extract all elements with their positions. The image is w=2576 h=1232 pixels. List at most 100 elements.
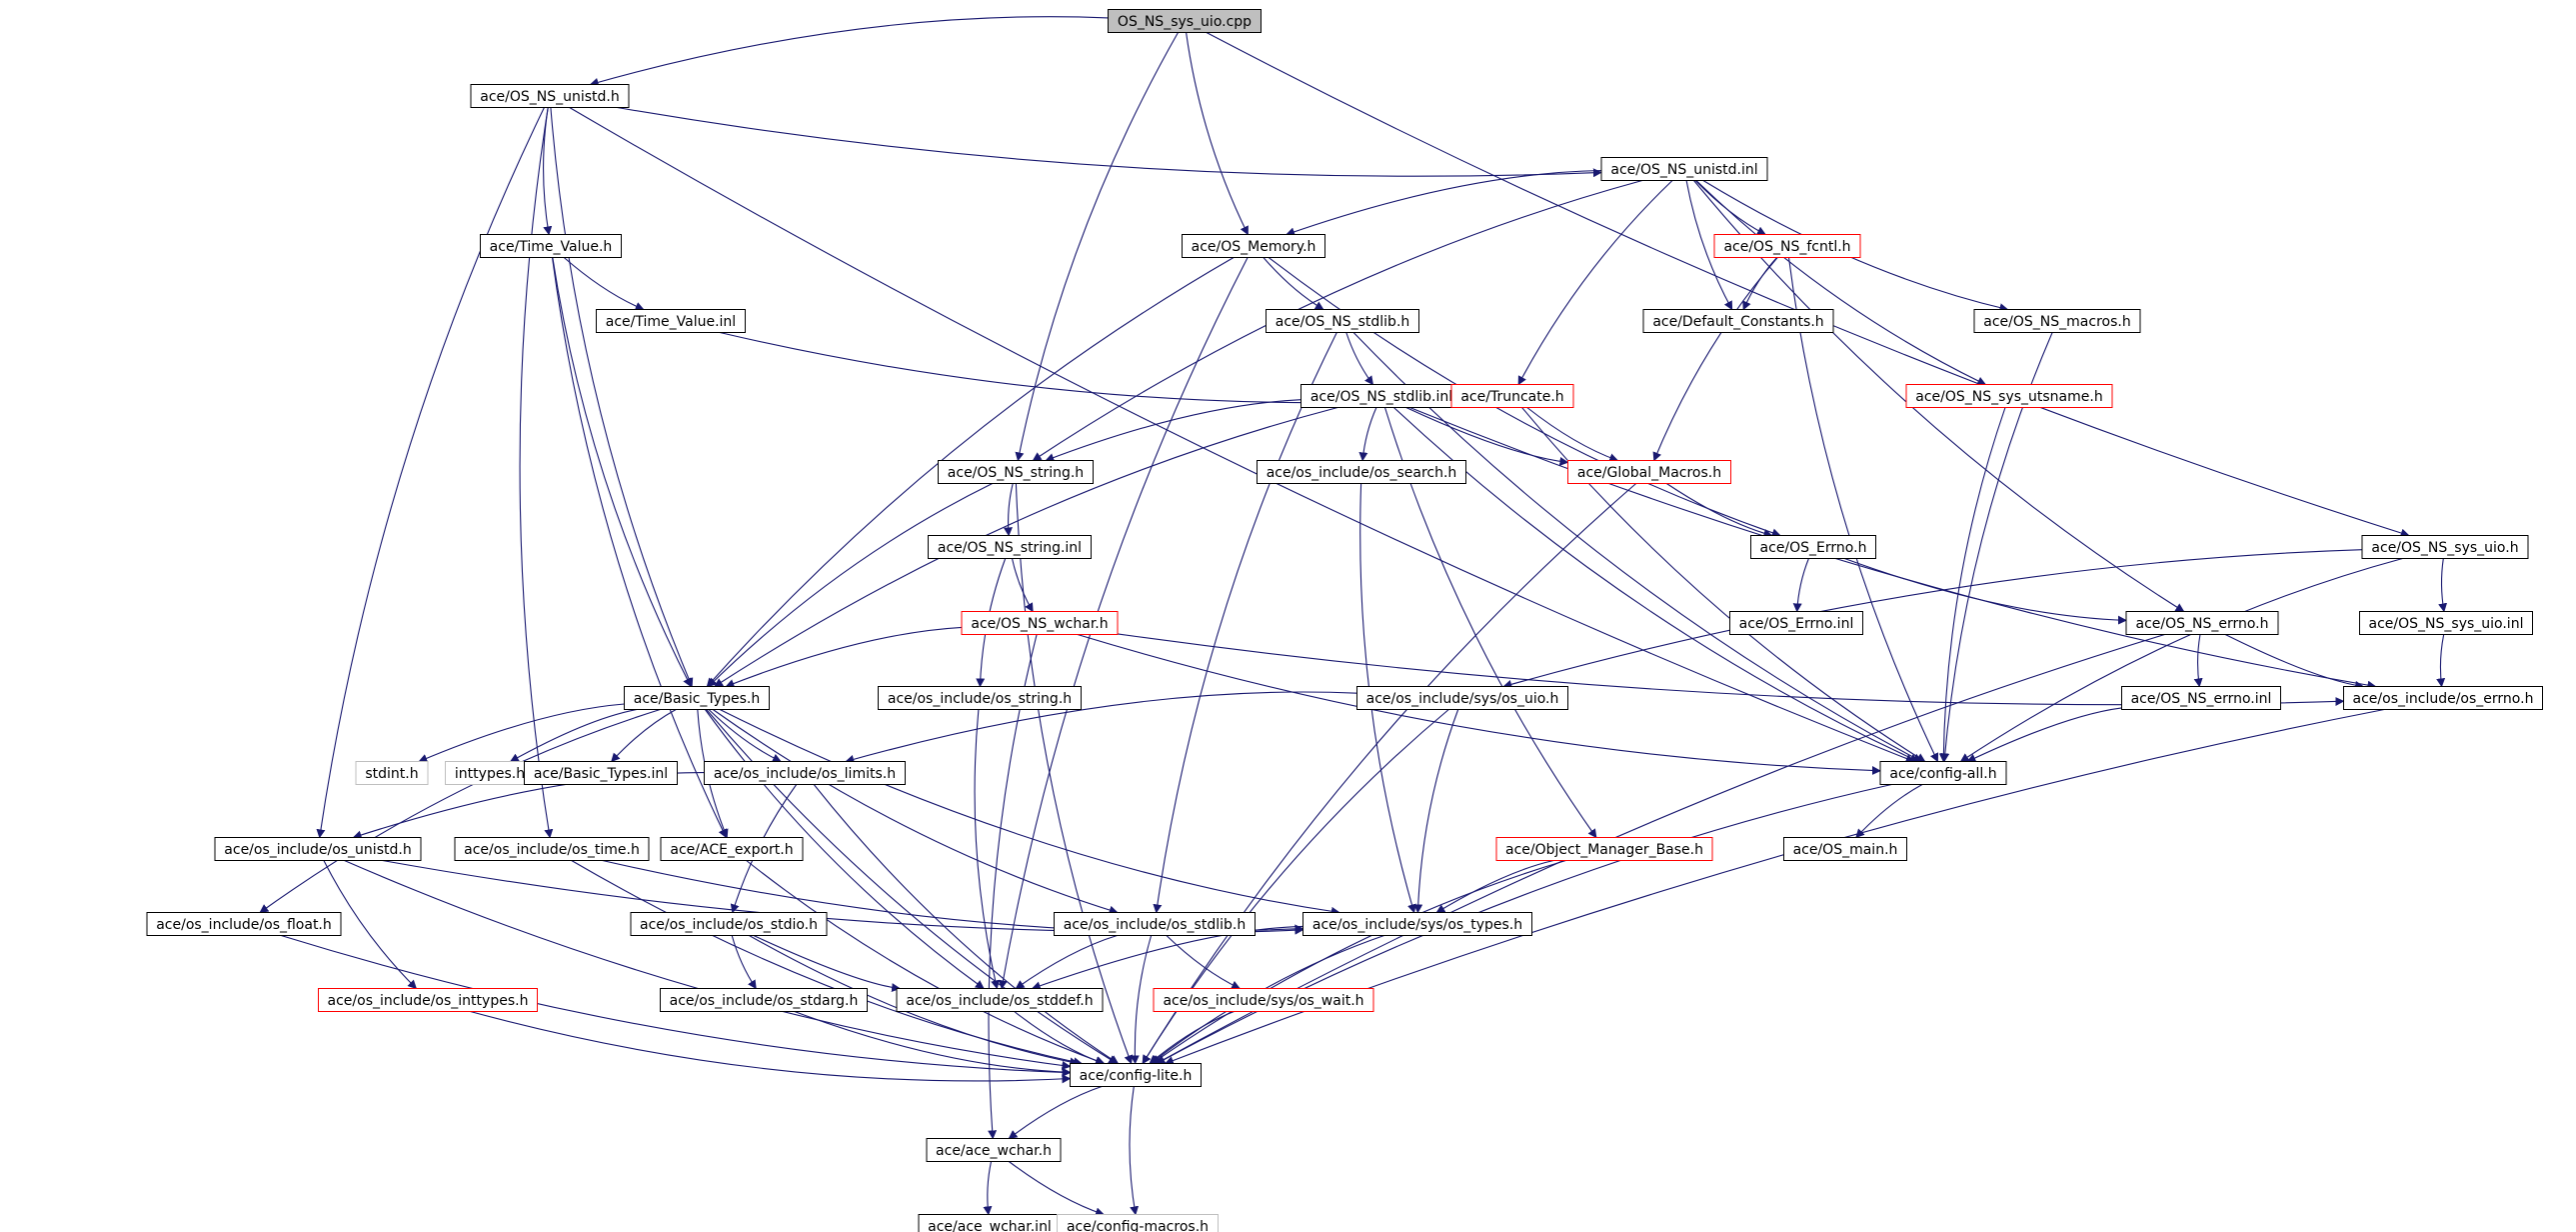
edge-os-stdarg-h-to-config-lite-h: [794, 1010, 1072, 1077]
node-label: ace/config-macros.h: [1067, 1219, 1209, 1232]
node-box: [1879, 761, 2007, 785]
node-label: ace/os_include/os_time.h: [464, 842, 640, 858]
graph-node-os-limits-h[interactable]: ace/os_include/os_limits.h: [704, 761, 906, 785]
edge-os-time-h-to-config-lite-h: [571, 860, 1084, 1067]
edge-os-errno-h-to-ns-errno-h: [1844, 557, 2127, 625]
graph-node-os-inttypes-h[interactable]: ace/os_include/os_inttypes.h: [318, 988, 538, 1012]
edge-os-string-h-to-os-stddef-h: [974, 709, 1000, 990]
edge-unistd-inl-to-ns-fcntl-h: [1694, 180, 1766, 235]
graph-node-ace-wchar-h[interactable]: ace/ace_wchar.h: [926, 1138, 1062, 1162]
graph-node-basic-types-inl[interactable]: ace/Basic_Types.inl: [524, 761, 678, 785]
node-box: [2121, 686, 2281, 710]
graph-node-ns-stdlib-inl[interactable]: ace/OS_NS_stdlib.inl: [1300, 384, 1462, 408]
graph-node-ns-sys-uio-h[interactable]: ace/OS_NS_sys_uio.h: [2361, 535, 2529, 559]
graph-node-os-stdlib-h[interactable]: ace/os_include/os_stdlib.h: [1054, 912, 1256, 936]
node-box: [938, 460, 1094, 484]
graph-node-ns-macros[interactable]: ace/OS_NS_macros.h: [1973, 309, 2141, 333]
edge-time-value-h-to-ace-export-h: [551, 257, 727, 839]
edge-ns-stdlib-inl-to-basic-types-h: [714, 406, 1338, 687]
graph-node-ns-errno-h[interactable]: ace/OS_NS_errno.h: [2125, 611, 2279, 635]
graph-node-os-errno-inc[interactable]: ace/os_include/os_errno.h: [2343, 686, 2543, 710]
graph-node-os-stdarg-h[interactable]: ace/os_include/os_stdarg.h: [660, 988, 868, 1012]
graph-node-ns-fcntl-h[interactable]: ace/OS_NS_fcntl.h: [1713, 234, 1861, 258]
graph-node-root[interactable]: OS_NS_sys_uio.cpp: [1108, 9, 1262, 33]
edge-basic-types-h-to-os-stddef-h: [704, 709, 985, 990]
edge-ns-errno-inl-to-config-all-h: [1966, 707, 2122, 763]
node-label: ace/os_include/os_search.h: [1267, 465, 1457, 481]
edge-unistd-h-to-config-all-h: [569, 107, 1915, 763]
node-label: ace/Default_Constants.h: [1652, 314, 1823, 330]
graph-node-os-time-h[interactable]: ace/os_include/os_time.h: [454, 837, 650, 861]
graph-node-global-macros[interactable]: ace/Global_Macros.h: [1567, 460, 1731, 484]
graph-node-unistd-h[interactable]: ace/OS_NS_unistd.h: [470, 84, 630, 108]
node-box: [878, 686, 1082, 710]
edge-ns-wchar-h-to-config-all-h: [1077, 633, 1881, 776]
graph-node-os-main-h[interactable]: ace/OS_main.h: [1783, 837, 1907, 861]
graph-node-ace-export-h[interactable]: ace/ACE_export.h: [660, 837, 804, 861]
graph-node-config-macros-h[interactable]: ace/config-macros.h: [1057, 1214, 1219, 1232]
graph-node-ns-stdlib-h[interactable]: ace/OS_NS_stdlib.h: [1266, 309, 1419, 333]
graph-node-sys-os-uio-h[interactable]: ace/os_include/sys/os_uio.h: [1356, 686, 1568, 710]
graph-node-ns-wchar-h[interactable]: ace/OS_NS_wchar.h: [961, 611, 1119, 635]
graph-node-time-value-inl[interactable]: ace/Time_Value.inl: [596, 309, 746, 333]
edge-sys-os-wait-h-to-config-lite-h: [1149, 1010, 1235, 1065]
graph-node-stdint-h[interactable]: stdint.h: [355, 761, 429, 785]
edge-config-all-h-to-os-main-h: [1855, 784, 1923, 839]
edge-os-stdlib-h-to-os-stddef-h: [1015, 934, 1118, 990]
edge-ns-sys-uio-inl-to-os-errno-inc: [2436, 634, 2446, 688]
edge-os-unistd-inc-to-os-inttypes-h: [323, 860, 418, 990]
graph-node-ns-string-h[interactable]: ace/OS_NS_string.h: [938, 460, 1094, 484]
edge-os-inttypes-h-to-config-lite-h: [470, 1010, 1072, 1084]
edge-os-stdio-h-to-os-stdarg-h: [731, 935, 757, 990]
edge-os-stdlib-h-to-config-lite-h: [1130, 935, 1153, 1065]
node-box: [1302, 912, 1532, 936]
node-box: [660, 837, 804, 861]
graph-node-ns-errno-inl[interactable]: ace/OS_NS_errno.inl: [2121, 686, 2281, 710]
graph-node-truncate-h[interactable]: ace/Truncate.h: [1450, 384, 1574, 408]
graph-node-os-string-h[interactable]: ace/os_include/os_string.h: [878, 686, 1082, 710]
graph-node-ns-sys-uio-inl[interactable]: ace/OS_NS_sys_uio.inl: [2359, 611, 2533, 635]
node-box: [1108, 9, 1262, 33]
graph-node-os-stddef-h[interactable]: ace/os_include/os_stddef.h: [896, 988, 1104, 1012]
node-label: ace/config-all.h: [1889, 766, 1996, 782]
node-box: [1182, 234, 1325, 258]
graph-node-sys-os-wait-h[interactable]: ace/os_include/sys/os_wait.h: [1153, 988, 1374, 1012]
node-label: ace/OS_NS_stdlib.h: [1276, 314, 1410, 330]
graph-node-object-manager-base[interactable]: ace/Object_Manager_Base.h: [1495, 837, 1713, 861]
node-label: ace/os_include/os_stddef.h: [906, 993, 1093, 1009]
edge-time-value-h-to-time-value-inl: [563, 257, 645, 311]
edge-basic-types-h-to-stdint-h: [418, 703, 625, 763]
edge-ns-errno-h-to-os-errno-inc: [2224, 634, 2365, 690]
graph-node-sys-os-types-h[interactable]: ace/os_include/sys/os_types.h: [1302, 912, 1532, 936]
graph-node-os-search-h[interactable]: ace/os_include/os_search.h: [1257, 460, 1466, 484]
node-box: [1567, 460, 1731, 484]
graph-node-os-unistd-inc[interactable]: ace/os_include/os_unistd.h: [214, 837, 422, 861]
graph-node-basic-types-h[interactable]: ace/Basic_Types.h: [624, 686, 770, 710]
node-label: ace/os_include/sys/os_types.h: [1312, 917, 1522, 933]
edge-basic-types-h-to-sys-os-types-h: [719, 709, 1340, 916]
edge-ns-errno-h-to-config-lite-h: [1156, 633, 2165, 1064]
node-box: [624, 686, 770, 710]
graph-node-os-stdio-h[interactable]: ace/os_include/os_stdio.h: [630, 912, 828, 936]
node-box: [2359, 611, 2533, 635]
graph-node-default-constants[interactable]: ace/Default_Constants.h: [1642, 309, 1834, 333]
edge-os-float-h-to-config-lite-h: [281, 934, 1072, 1077]
graph-node-inttypes-h[interactable]: inttypes.h: [445, 761, 535, 785]
graph-node-os-errno-inl[interactable]: ace/OS_Errno.inl: [1729, 611, 1863, 635]
graph-node-os-memory-h[interactable]: ace/OS_Memory.h: [1182, 234, 1325, 258]
graph-node-time-value-h[interactable]: ace/Time_Value.h: [480, 234, 622, 258]
edge-config-lite-h-to-ace-wchar-h: [1008, 1085, 1103, 1140]
graph-node-os-float-h[interactable]: ace/os_include/os_float.h: [146, 912, 342, 936]
graph-node-ns-sys-utsname[interactable]: ace/OS_NS_sys_utsname.h: [1905, 384, 2113, 408]
edge-os-limits-h-to-config-lite-h: [813, 784, 1120, 1064]
graph-node-ns-string-inl[interactable]: ace/OS_NS_string.inl: [928, 535, 1092, 559]
graph-node-unistd-inl[interactable]: ace/OS_NS_unistd.inl: [1600, 157, 1768, 181]
graph-node-config-lite-h[interactable]: ace/config-lite.h: [1070, 1063, 1202, 1087]
node-label: stdint.h: [365, 766, 418, 782]
graph-node-os-errno-h[interactable]: ace/OS_Errno.h: [1750, 535, 1876, 559]
edge-basic-types-h-to-os-limits-h: [708, 709, 782, 763]
edge-root-to-unistd-h: [589, 16, 1109, 87]
graph-node-ace-wchar-inl[interactable]: ace/ace_wchar.inl: [918, 1214, 1062, 1232]
graph-node-config-all-h[interactable]: ace/config-all.h: [1879, 761, 2007, 785]
